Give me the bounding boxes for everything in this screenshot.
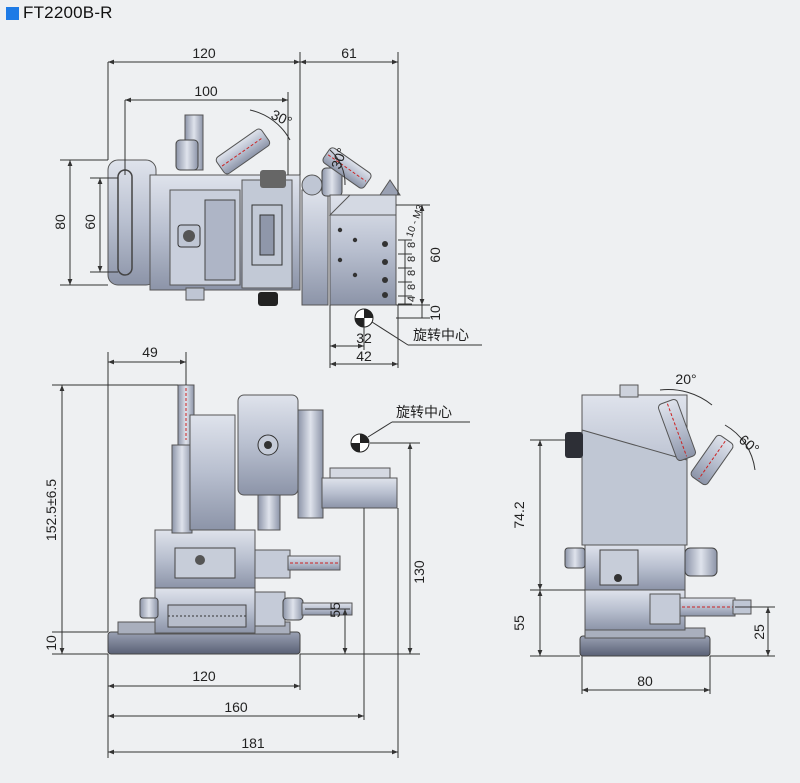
title-marker-icon: [6, 6, 19, 20]
dim-130: 130: [411, 560, 427, 584]
dim-80-side: 80: [637, 673, 653, 689]
dim-pitch-3: 8: [406, 270, 418, 276]
dim-181: 181: [241, 735, 265, 751]
front-base-plate: [107, 631, 301, 655]
dim-30-left: 30°: [269, 106, 295, 129]
dim-60-right: 60: [427, 247, 443, 263]
dim-pitch-2: 8: [406, 256, 418, 262]
dim-pitch-5: 4: [406, 296, 418, 302]
dim-61: 61: [341, 45, 357, 61]
dim-49: 49: [142, 344, 158, 360]
dim-20-deg: 20°: [675, 371, 696, 387]
holes-note: 10 - M3: [404, 203, 426, 239]
top-left-stage: [107, 114, 301, 306]
dim-25: 25: [751, 624, 767, 640]
dim-55-front: 55: [327, 602, 343, 618]
dim-80-top: 80: [52, 214, 68, 230]
front-dim-lines: [52, 352, 470, 758]
dim-32: 32: [356, 330, 372, 346]
top-view: 120 61 100 30° 30° 80 60 10 - M3 60 8 8 …: [52, 45, 482, 368]
dim-74: 74.2: [511, 501, 527, 528]
dim-60-left: 60: [82, 214, 98, 230]
dim-120-front: 120: [192, 668, 216, 684]
dim-55-side: 55: [511, 615, 527, 631]
dim-60-deg: 60°: [736, 431, 763, 457]
top-right-stage: [301, 147, 401, 306]
top-dim-lines: [60, 52, 482, 368]
dim-42: 42: [356, 348, 372, 364]
front-view: 49 152.5±6.5 10 55 130 120 160 181 旋转中心: [43, 344, 470, 758]
dim-30-right: 30°: [328, 146, 350, 171]
dim-152: 152.5±6.5: [43, 479, 59, 541]
dim-100: 100: [194, 83, 218, 99]
front-rotation-center-icon: [350, 433, 370, 453]
model-title: FT2200B-R: [23, 3, 113, 22]
title-bar: FT2200B-R: [6, 2, 113, 24]
dim-pitch-4: 8: [406, 284, 418, 290]
dim-160: 160: [224, 699, 248, 715]
rotation-center-label-front: 旋转中心: [396, 405, 452, 421]
rotation-center-label-top: 旋转中心: [413, 328, 469, 344]
dim-10-top: 10: [427, 305, 443, 321]
side-dim-lines: [530, 389, 775, 694]
side-view: 20° 60° 74.2 55 25 80: [511, 371, 775, 694]
dim-10-front: 10: [43, 635, 59, 651]
dim-pitch-1: 8: [406, 242, 418, 248]
dim-120-top: 120: [192, 45, 216, 61]
